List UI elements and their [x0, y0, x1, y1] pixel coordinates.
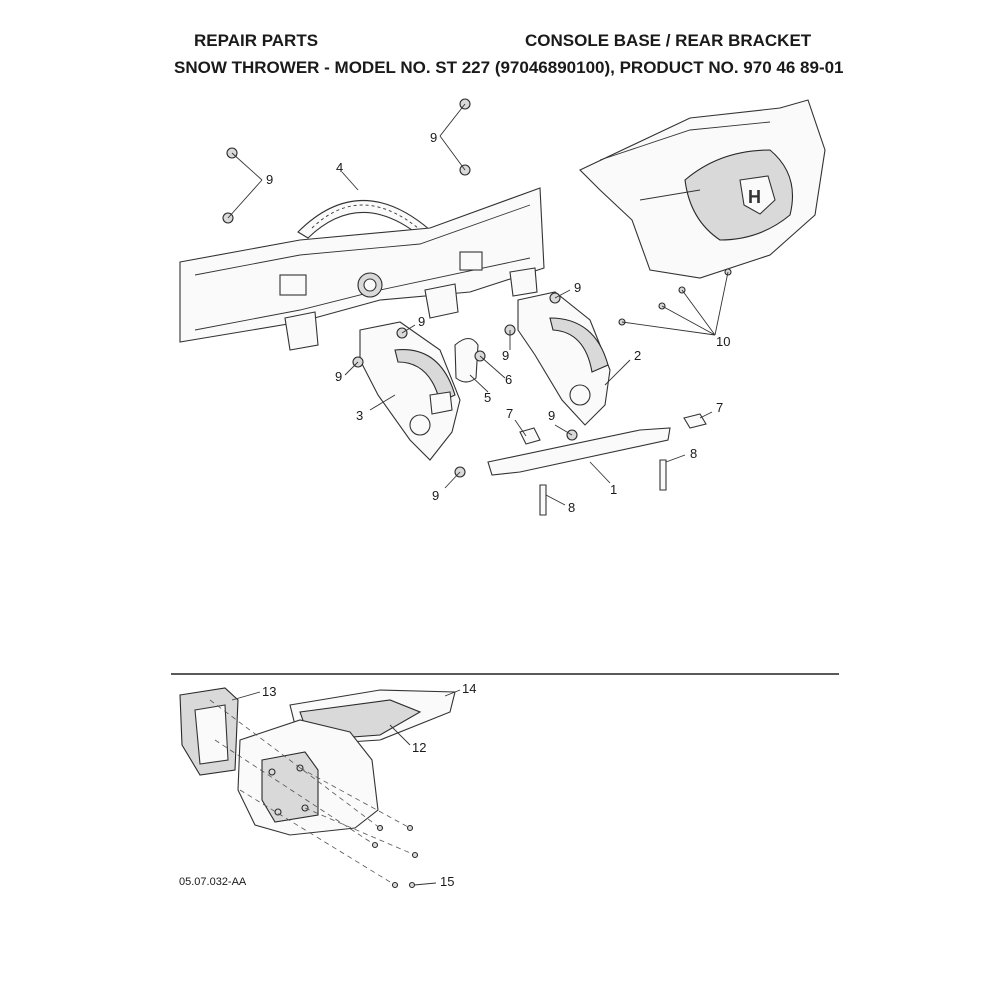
page-title: CONSOLE BASE / REAR BRACKET [525, 31, 812, 50]
callout-12: 12 [412, 740, 426, 755]
leader-lines [227, 103, 729, 506]
part-15-screw [408, 881, 416, 889]
section-heading: REPAIR PARTS [194, 31, 319, 50]
part-8-bolt [659, 459, 667, 491]
callout-9: 9 [548, 408, 555, 423]
callout-8: 8 [690, 446, 697, 461]
callout-15: 15 [440, 874, 454, 889]
part-2-right-pivot-bracket [517, 291, 611, 426]
model-subtitle: SNOW THROWER - MODEL NO. ST 227 (9704689… [174, 58, 844, 77]
part-15-screw [371, 841, 379, 849]
callout-5: 5 [484, 390, 491, 405]
callout-9: 9 [574, 280, 581, 295]
part-5-clip [454, 337, 479, 383]
callout-10: 10 [716, 334, 730, 349]
part-8-bolt [539, 484, 547, 516]
svg-text:H: H [748, 187, 761, 207]
console-underside-assembly [179, 687, 456, 836]
lower-screws [371, 824, 419, 889]
diagram-code: 05.07.032-AA [179, 876, 247, 888]
rear-bracket-plate [179, 187, 545, 343]
console-base-top: H [579, 99, 826, 279]
callout-9: 9 [502, 348, 509, 363]
part-1-bar [487, 427, 671, 476]
callout-1: 1 [610, 482, 617, 497]
part-15-screw [391, 881, 399, 889]
part-15-screw [411, 851, 419, 859]
callout-13: 13 [262, 684, 276, 699]
part-15-screw [406, 824, 414, 832]
callout-9: 9 [432, 488, 439, 503]
part-15-screw [376, 824, 384, 832]
callout-7: 7 [506, 406, 513, 421]
callout-7: 7 [716, 400, 723, 415]
rear-bracket-assembly [179, 187, 545, 351]
callout-8: 8 [568, 500, 575, 515]
callout-6: 6 [505, 372, 512, 387]
part-7-nut [683, 413, 707, 429]
callout-2: 2 [634, 348, 641, 363]
callout-14: 14 [462, 681, 476, 696]
callout-9: 9 [335, 369, 342, 384]
part-3-left-pivot-bracket [359, 321, 461, 461]
callout-9: 9 [418, 314, 425, 329]
callout-9: 9 [266, 172, 273, 187]
lower-dashed-lines [209, 699, 416, 886]
callout-3: 3 [356, 408, 363, 423]
lower-leaders [231, 689, 461, 886]
callout-4: 4 [336, 160, 343, 175]
part-7-nut [519, 427, 541, 445]
callout-9: 9 [430, 130, 437, 145]
